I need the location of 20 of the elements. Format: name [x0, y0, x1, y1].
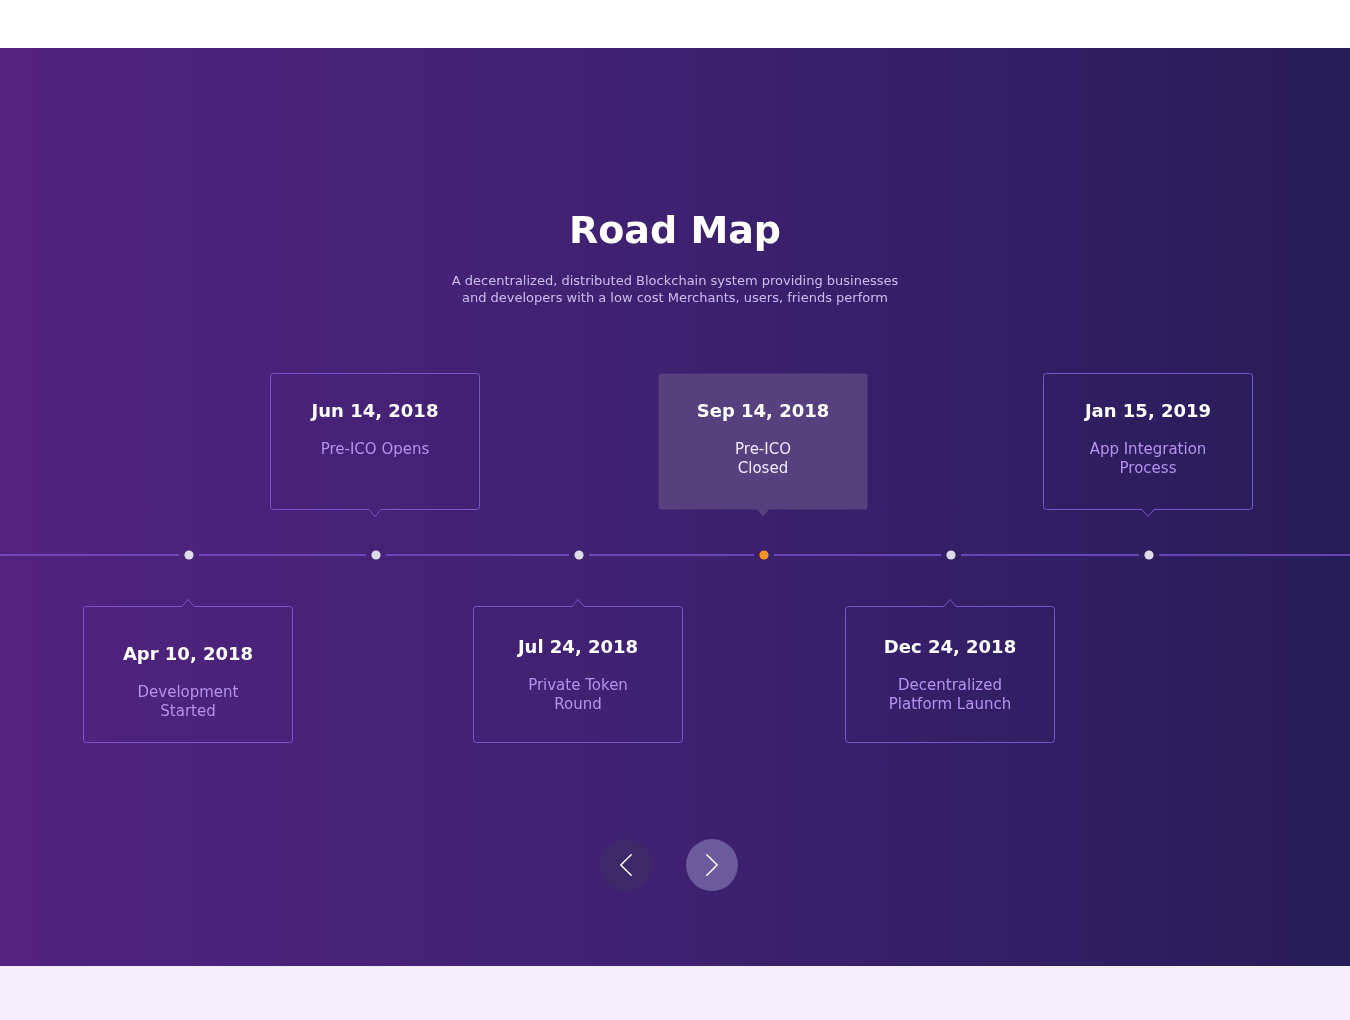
milestone-card	[473, 599, 683, 743]
milestone-card	[658, 373, 868, 517]
milestone-description: Pre-ICO Closed	[734, 440, 792, 478]
milestone-card	[270, 373, 480, 517]
milestone-description: Development Started	[136, 683, 240, 721]
milestone-date: Dec 24, 2018	[883, 635, 1017, 659]
milestone-card	[1043, 373, 1253, 517]
milestone-date: Jun 14, 2018	[311, 399, 439, 423]
milestone-date: Jul 24, 2018	[517, 635, 639, 659]
milestone-description: Private Token Round	[527, 676, 629, 714]
milestone-card	[83, 599, 293, 743]
milestone-card	[845, 599, 1055, 743]
subtitle: A decentralized, distributed Blockchain system providing businesses and developers with a low cost Merchants, users, friends perform	[450, 272, 900, 306]
milestone-date: Apr 10, 2018	[122, 642, 254, 666]
milestone-description: Decentralized Platform Launch	[887, 676, 1013, 714]
milestone-description: Pre-ICO Opens	[320, 440, 430, 459]
milestone-date: Sep 14, 2018	[696, 399, 830, 423]
heading: Road Map	[567, 207, 783, 254]
milestone-description: App Integration Process	[1088, 440, 1208, 478]
milestone-date: Jan 15, 2019	[1084, 399, 1212, 423]
